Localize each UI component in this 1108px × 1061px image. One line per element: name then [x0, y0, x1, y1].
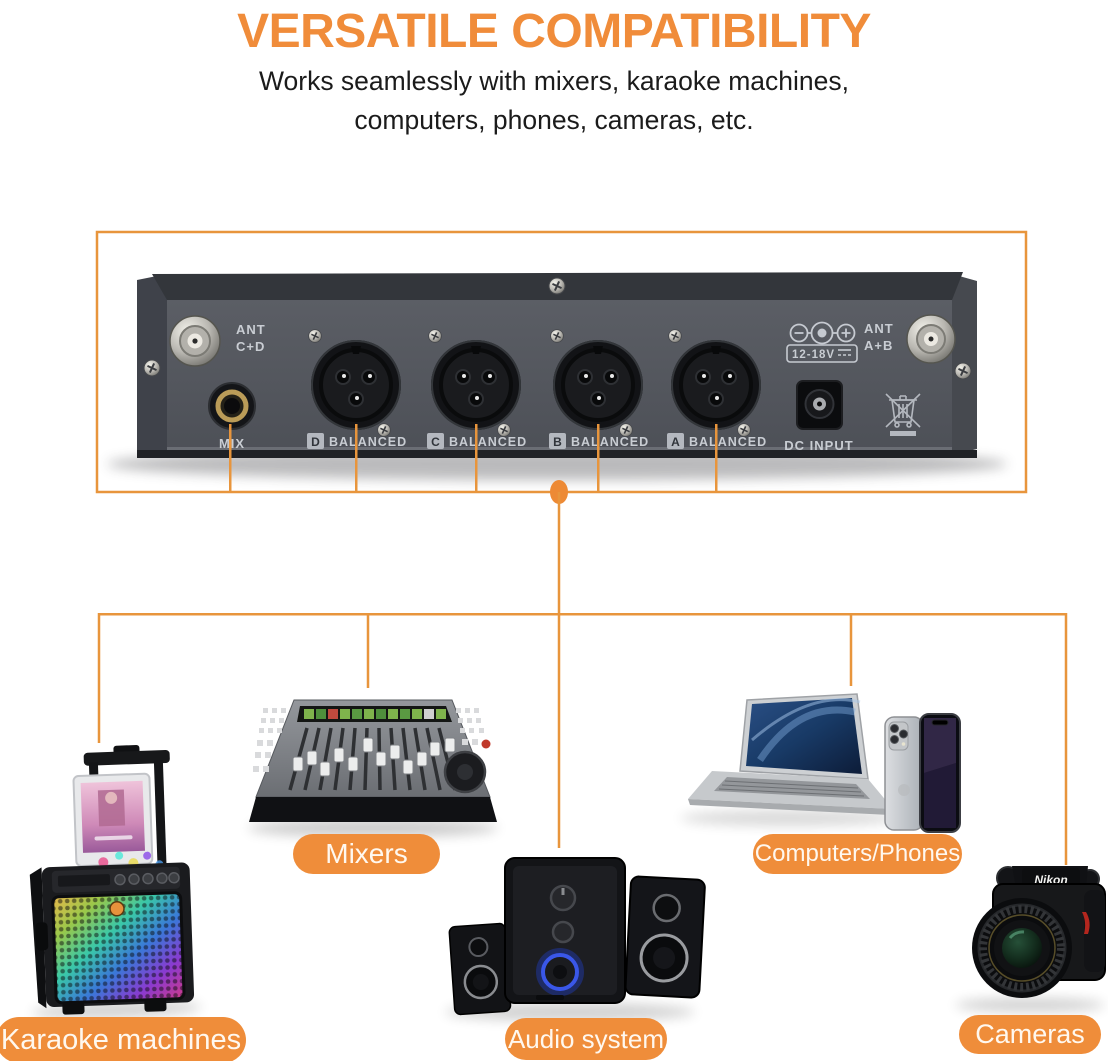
- phone-back-view: [884, 716, 924, 831]
- xlr-a-callout-line: [715, 424, 718, 492]
- weee-icon: [885, 393, 921, 436]
- karaoke-logo-badge: [109, 901, 125, 917]
- audio-system-illustration: [445, 857, 706, 1021]
- port-letter: C: [431, 435, 440, 449]
- balanced-label: BALANCED: [329, 435, 407, 449]
- xlr-port-d: D BALANCED: [307, 328, 407, 449]
- bnc-antenna-connector-right: [906, 314, 956, 364]
- category-label-cameras: Cameras: [959, 1015, 1101, 1054]
- subwoofer-blue-glow-ring: [536, 948, 584, 996]
- power-rating-box: 12-18V: [786, 344, 858, 363]
- balanced-label: BALANCED: [689, 435, 767, 449]
- xlr-b-callout-line: [597, 424, 600, 492]
- laptop-screen: [746, 698, 862, 774]
- port-letter: D: [311, 435, 320, 449]
- port-letter-badge: [427, 433, 444, 449]
- receiver-base-strip: [137, 450, 977, 458]
- mix-label: MIX: [219, 436, 245, 451]
- mixer-right-buttons: [456, 708, 484, 745]
- category-label-audio-system: Audio system: [505, 1018, 667, 1060]
- category-label-karaoke-machines: Karaoke machines: [0, 1017, 246, 1061]
- screw-icon: [954, 362, 972, 380]
- camera-illustration: Nikon: [955, 866, 1106, 1012]
- drop-line-mixers: [366, 613, 370, 688]
- dc-symbol-icon: [838, 349, 851, 356]
- bnc-antenna-connector-left: [169, 315, 221, 367]
- drop-line-cameras: [1064, 613, 1068, 865]
- smartphone-illustration: [884, 713, 961, 833]
- port-letter-badge: [667, 433, 684, 449]
- laptop-illustration: [680, 693, 900, 826]
- xlr-d-callout-line: [355, 424, 358, 492]
- mixer-fader-caps: [292, 737, 456, 777]
- drop-line-karaoke: [97, 613, 101, 743]
- category-label-mixers: Mixers: [293, 834, 440, 874]
- balanced-label: BALANCED: [449, 435, 527, 449]
- port-letter: B: [553, 435, 562, 449]
- mix-callout-line: [229, 424, 232, 492]
- port-letter: A: [671, 435, 680, 449]
- karaoke-machine-illustration: [29, 744, 202, 1019]
- port-letter-badge: [307, 433, 324, 449]
- screw-icon: [548, 277, 566, 295]
- screw-icon: [143, 359, 161, 377]
- xlr-port-c: C BALANCED: [427, 328, 527, 449]
- page-subtitle: Works seamlessly with mixers, karaoke ma…: [0, 62, 1108, 140]
- mixer-left-buttons: [253, 708, 286, 772]
- satellite-speaker-left: [448, 922, 512, 1016]
- drop-line-audio: [557, 613, 561, 848]
- drop-line-computers: [849, 613, 853, 686]
- xlr-c-callout-line: [475, 424, 478, 492]
- balanced-label: BALANCED: [571, 435, 649, 449]
- subtitle-line-2: computers, phones, cameras, etc.: [354, 105, 754, 135]
- dc-input-jack: [796, 380, 843, 430]
- ant-ab-label-line1: ANT: [864, 321, 894, 336]
- trunk-line: [557, 492, 561, 614]
- karaoke-tablet-screen: [72, 772, 154, 867]
- power-rating: 12-18V: [792, 349, 835, 361]
- camera-lens: [972, 898, 1072, 998]
- category-label-computers-phones: Computers/Phones: [753, 834, 962, 874]
- distribution-line: [99, 613, 1067, 616]
- mix-output-jack: [208, 382, 256, 430]
- ant-cd-label-line2: C+D: [236, 339, 265, 354]
- screw-icon: [549, 328, 565, 344]
- xlr-port-a: A BALANCED: [667, 328, 767, 449]
- camera-red-accent: [1082, 912, 1090, 934]
- screw-icon: [427, 328, 443, 344]
- subwoofer: [504, 857, 626, 1004]
- subtitle-line-1: Works seamlessly with mixers, karaoke ma…: [258, 66, 850, 96]
- power-polarity-icon: [789, 321, 856, 345]
- receiver-back-panel: ANT C+D MIX D BALANCED C BALANCED: [107, 272, 1007, 480]
- mixer-illustration: [248, 699, 498, 837]
- mixer-record-button: [481, 739, 491, 749]
- page-title: VERSATILE COMPATIBILITY: [237, 5, 871, 58]
- port-letter-badge: [549, 433, 566, 449]
- karaoke-control-knobs: [114, 872, 180, 886]
- dc-input-label: DC INPUT: [784, 438, 853, 453]
- satellite-speaker-right: [624, 875, 706, 999]
- xlr-port-b: B BALANCED: [549, 328, 649, 449]
- screw-icon: [667, 328, 683, 344]
- ant-ab-label-line2: A+B: [864, 338, 893, 353]
- mixer-channel-screens: [304, 709, 446, 719]
- ant-cd-label-line1: ANT: [236, 322, 266, 337]
- connection-lines: [95, 230, 1068, 865]
- screw-icon: [307, 328, 323, 344]
- phone-front-view: [919, 713, 961, 833]
